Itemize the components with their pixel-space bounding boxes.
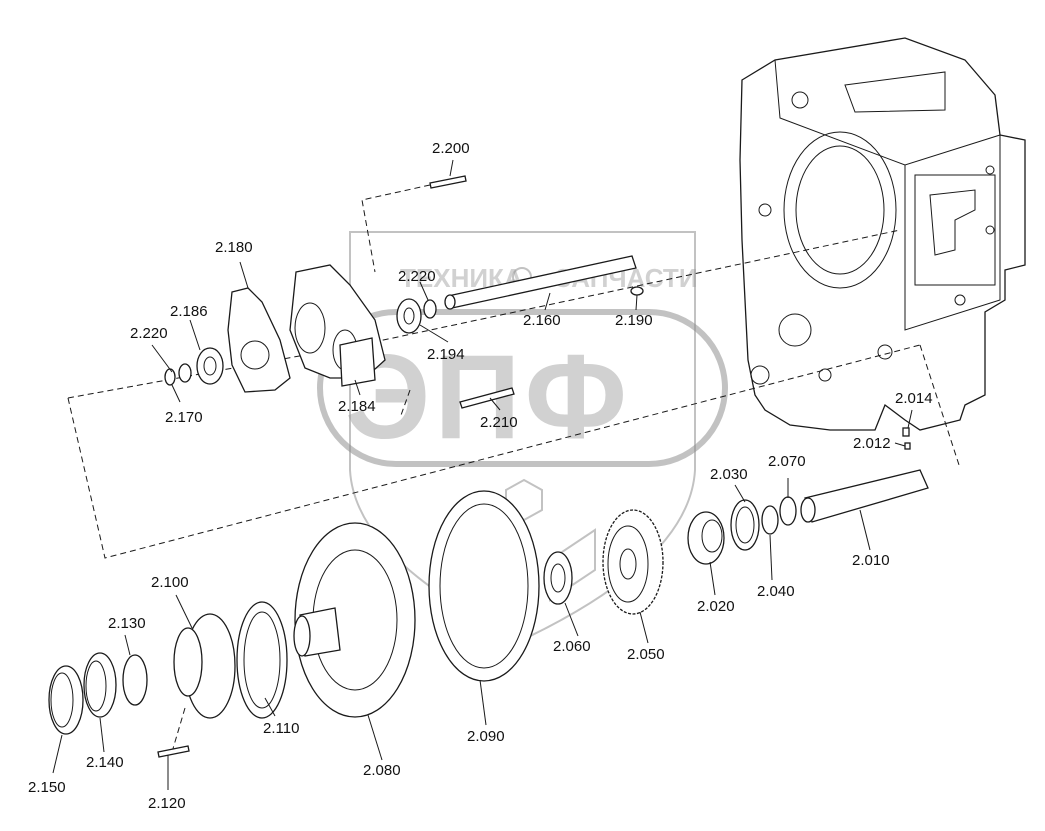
label-2-050: 2.050 bbox=[627, 646, 665, 663]
label-2-186: 2.186 bbox=[170, 303, 208, 320]
label-2-220-left: 2.220 bbox=[130, 325, 168, 342]
label-2-184: 2.184 bbox=[338, 398, 376, 415]
label-2-020: 2.020 bbox=[697, 598, 735, 615]
label-2-012: 2.012 bbox=[853, 435, 891, 452]
leader-lines bbox=[52, 159, 913, 790]
label-2-130: 2.130 bbox=[108, 615, 146, 632]
label-2-200: 2.200 bbox=[432, 140, 470, 157]
assembly-lines bbox=[67, 184, 961, 753]
label-2-140: 2.140 bbox=[86, 754, 124, 771]
label-2-120: 2.120 bbox=[148, 795, 186, 812]
label-2-150: 2.150 bbox=[28, 779, 66, 796]
label-2-070: 2.070 bbox=[768, 453, 806, 470]
label-2-160: 2.160 bbox=[523, 312, 561, 329]
label-2-090: 2.090 bbox=[467, 728, 505, 745]
label-2-030: 2.030 bbox=[710, 466, 748, 483]
pump-assembly bbox=[164, 175, 644, 409]
label-2-100: 2.100 bbox=[151, 574, 189, 591]
label-2-060: 2.060 bbox=[553, 638, 591, 655]
label-2-170: 2.170 bbox=[165, 409, 203, 426]
label-2-180: 2.180 bbox=[215, 239, 253, 256]
drive-assembly bbox=[48, 427, 929, 758]
label-2-080: 2.080 bbox=[363, 762, 401, 779]
label-2-220-right: 2.220 bbox=[398, 268, 436, 285]
label-2-110: 2.110 bbox=[263, 720, 299, 737]
part-labels: 2.200 2.180 2.186 2.220 2.170 2.184 2.22… bbox=[28, 140, 933, 812]
label-2-014: 2.014 bbox=[895, 390, 933, 407]
label-2-040: 2.040 bbox=[757, 583, 795, 600]
label-2-210: 2.210 bbox=[480, 414, 518, 431]
label-2-010: 2.010 bbox=[852, 552, 890, 569]
label-2-194: 2.194 bbox=[427, 346, 465, 363]
label-2-190: 2.190 bbox=[615, 312, 653, 329]
